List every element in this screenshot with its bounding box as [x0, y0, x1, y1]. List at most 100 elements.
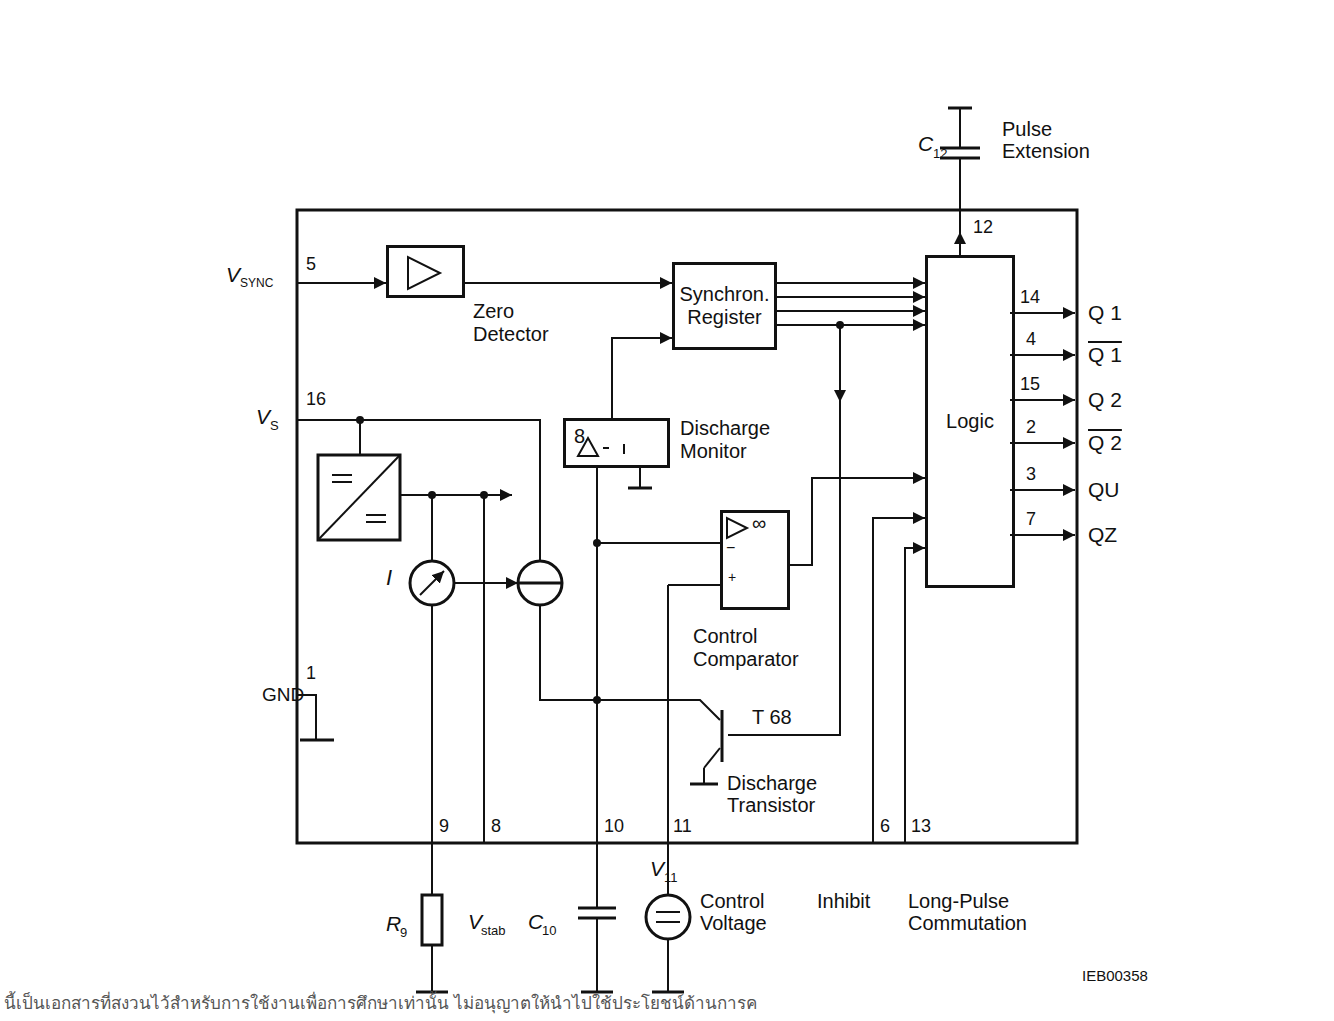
signal-name: V — [256, 405, 270, 428]
wires — [703, 768, 705, 784]
current-meter — [410, 561, 454, 605]
voltage-source — [646, 895, 690, 939]
signal-connector — [612, 338, 672, 418]
signal-name: stab — [481, 924, 506, 938]
current-source — [518, 561, 562, 605]
monitor-symbol — [603, 447, 609, 449]
ground-symbols — [300, 108, 972, 992]
wires — [1010, 489, 1075, 491]
block-box: 8Discharge Monitor — [563, 418, 670, 468]
wires — [431, 605, 433, 895]
pin-number: 2 — [1026, 418, 1036, 438]
junction-dots — [593, 696, 601, 704]
ic-outline — [297, 210, 1077, 843]
pin-number: 12 — [973, 218, 993, 238]
pin-number: 5 — [306, 255, 316, 275]
current-source — [518, 582, 562, 585]
figure-code: IEB00358 — [1082, 968, 1148, 985]
ground-symbols — [581, 991, 613, 994]
ground-symbols — [652, 991, 684, 994]
capacitor-symbols — [578, 908, 616, 918]
block-title: Control Comparator — [693, 625, 823, 671]
wires — [359, 420, 361, 455]
junction-dots — [593, 539, 601, 547]
pin-number: 15 — [1020, 375, 1040, 395]
pin-number: 16 — [306, 390, 326, 410]
wires — [297, 108, 1075, 992]
transistor-symbol — [721, 710, 724, 762]
regulator-symbol — [366, 515, 386, 522]
pin-number: 9 — [439, 817, 449, 837]
pin-number: 4 — [1026, 330, 1036, 350]
block-title: Discharge Monitor — [680, 417, 790, 463]
wires — [297, 282, 386, 284]
pin-number: 11 — [673, 817, 692, 837]
wires — [596, 918, 598, 992]
wires — [667, 939, 669, 992]
signal-connector — [777, 282, 925, 284]
signal-name: V — [468, 910, 482, 933]
regulator-symbol — [318, 455, 400, 540]
ground-symbols — [628, 487, 652, 490]
component-name: 10 — [542, 924, 556, 938]
ground-symbols — [416, 991, 448, 994]
regulator-symbol — [318, 455, 400, 540]
signal-connector — [465, 282, 672, 284]
capacitor-symbols — [578, 148, 980, 918]
block-box: Zero Detector — [386, 245, 465, 298]
signal-connector — [777, 296, 925, 298]
wires — [596, 468, 598, 908]
current-source — [518, 561, 562, 605]
pin-number: 8 — [574, 425, 585, 448]
output-name: Q 2 — [1088, 388, 1122, 411]
monitor-symbol — [623, 444, 625, 454]
wires — [839, 380, 841, 402]
wires — [1010, 442, 1075, 444]
block-title: Logic — [930, 410, 1010, 433]
component-name: C — [918, 132, 933, 155]
wires — [959, 232, 961, 255]
voltage-source — [646, 895, 690, 939]
current-meter — [410, 561, 454, 605]
wires — [1010, 354, 1075, 356]
voltage-source — [656, 912, 680, 922]
pin-number: 7 — [1026, 510, 1036, 530]
symbol-label: − — [726, 539, 735, 557]
junction-dots — [428, 491, 436, 499]
block-box: Logic — [925, 255, 1015, 588]
pin-number: 14 — [1020, 288, 1040, 308]
signal-name: 11 — [664, 871, 678, 885]
regulator-symbol — [332, 475, 352, 482]
wires — [668, 584, 720, 586]
pin-number: 6 — [880, 817, 890, 837]
wires — [728, 325, 840, 735]
current-meter — [420, 571, 444, 595]
pin-number: 13 — [911, 817, 931, 837]
component-name: C — [528, 910, 543, 933]
wires — [873, 518, 925, 843]
zero-detector-triangle — [408, 257, 440, 289]
component-name: Discharge Transistor — [727, 772, 867, 816]
block-box: Synchron. Register — [672, 262, 777, 350]
comparator-triangle — [727, 518, 747, 538]
ic-outline — [297, 210, 1077, 843]
component-name: 9 — [400, 926, 407, 940]
zero-detector-triangle — [408, 257, 440, 289]
junction-dots — [356, 416, 364, 424]
output-name: Q 1 — [1088, 301, 1122, 324]
wires — [1010, 312, 1075, 314]
wires — [667, 585, 669, 895]
wires — [297, 420, 540, 561]
note: Control Voltage — [700, 890, 810, 934]
wires — [431, 945, 433, 992]
note: Pulse Extension — [1002, 118, 1122, 162]
signal-connector — [777, 324, 925, 326]
pin-number: 1 — [306, 664, 316, 684]
resistor-symbol — [422, 895, 442, 945]
junction-dots — [356, 321, 844, 704]
signal-name: V — [650, 857, 664, 880]
symbol-label: + — [728, 570, 736, 585]
watermark: นี้เป็นเอกสารที่สงวนไว้สำหรับการใช้งานเพ… — [4, 995, 757, 1014]
